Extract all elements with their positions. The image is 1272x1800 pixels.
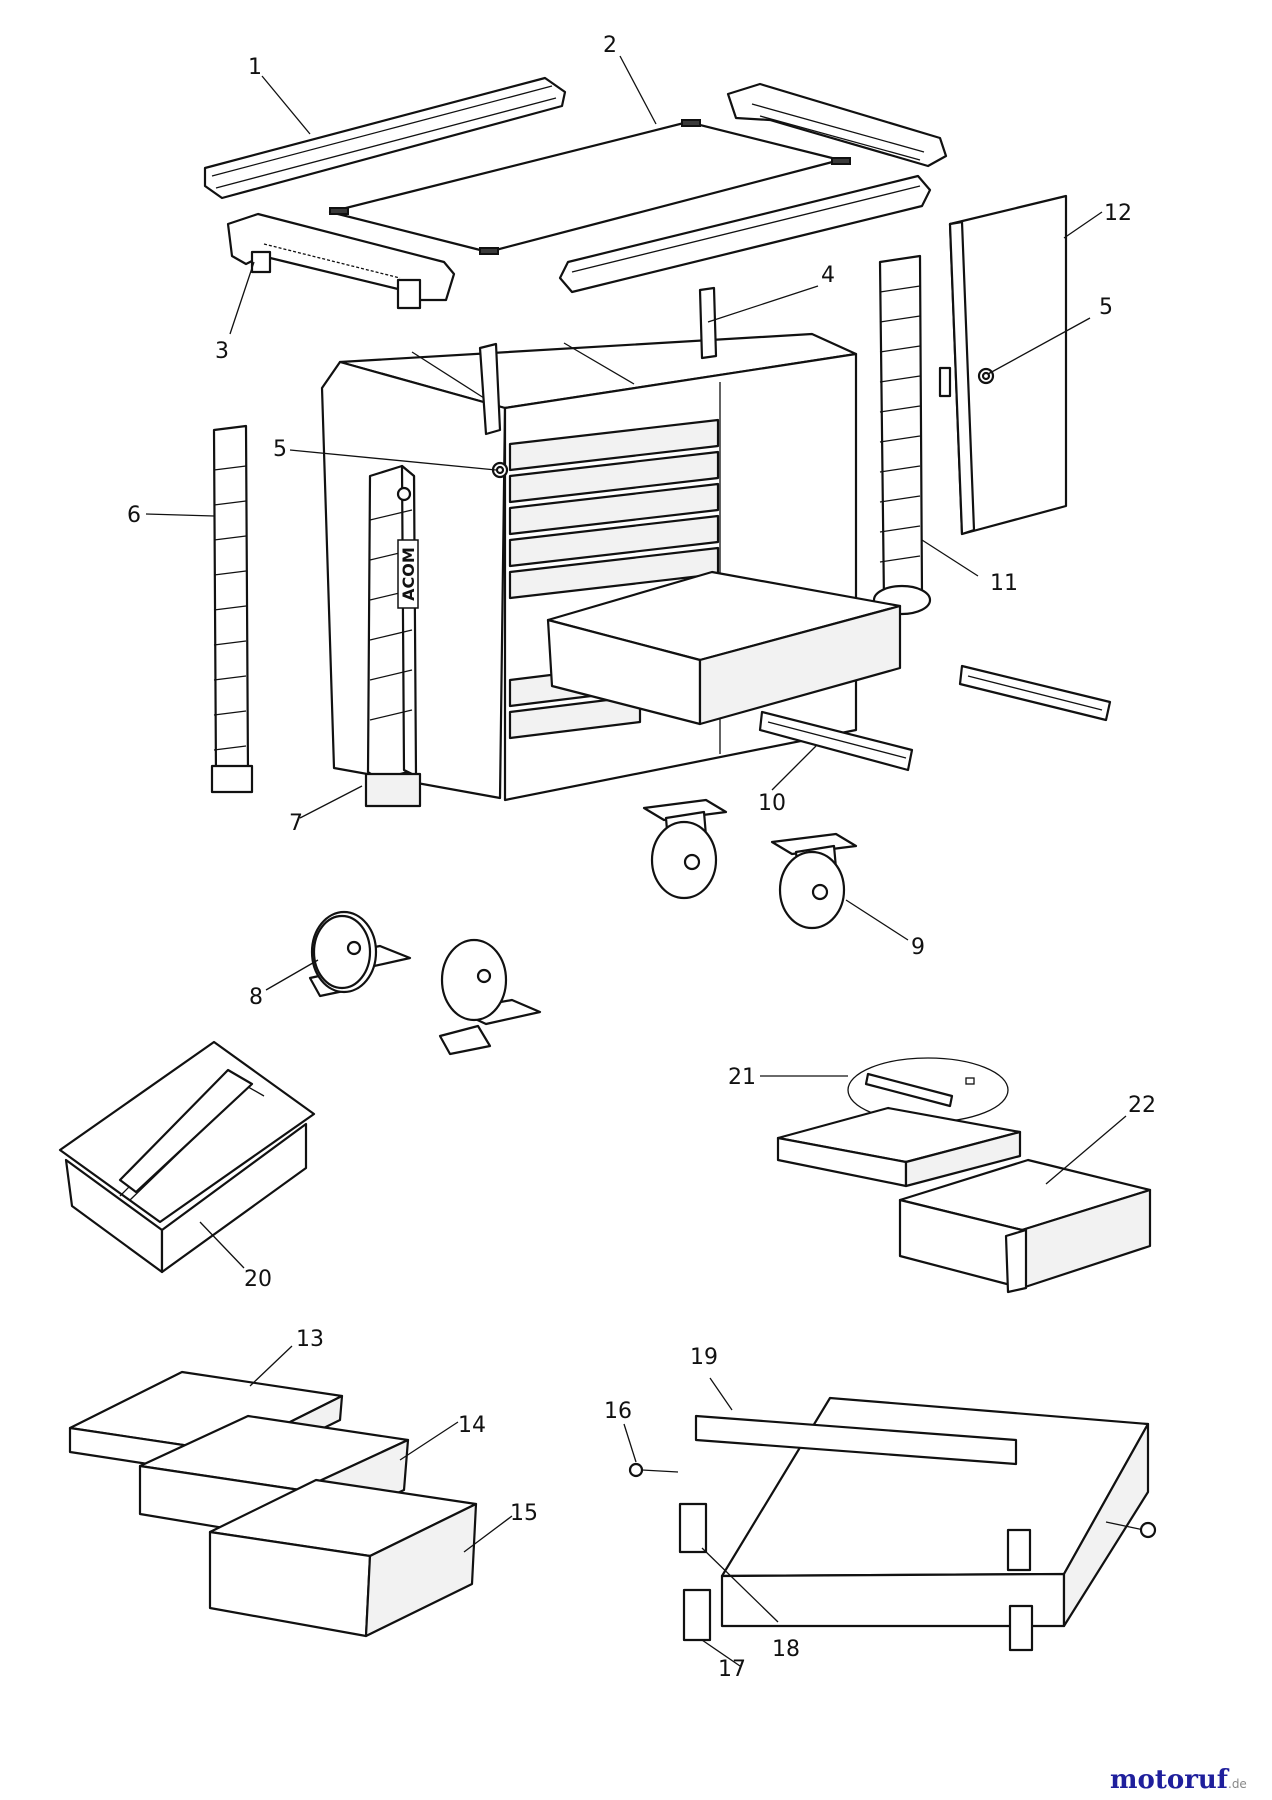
callout-5-door: 5: [1099, 295, 1113, 320]
callout-12: 12: [1104, 201, 1132, 226]
callout-22: 22: [1128, 1093, 1156, 1118]
callout-19: 19: [690, 1345, 718, 1370]
part-22-drawer: [898, 1158, 1152, 1294]
watermark-brand: motoruf.de: [1110, 1765, 1247, 1795]
part-rear-rail: [558, 174, 932, 294]
cabinet-marking: ACOM: [399, 547, 418, 601]
callout-8: 8: [249, 985, 263, 1010]
part-15-drawer-shell: [208, 1478, 478, 1638]
callout-14: 14: [458, 1413, 486, 1438]
part-handle: [726, 82, 948, 168]
callout-17: 17: [718, 1657, 746, 1682]
callout-21: 21: [728, 1065, 756, 1090]
callout-3: 3: [215, 339, 229, 364]
part-slide-rail-right: [958, 664, 1112, 722]
part-1-top-rail: [203, 76, 567, 200]
part-8-swivel-castor-a: [308, 910, 412, 998]
part-8-swivel-castor-b: [438, 938, 542, 1056]
callout-5-cabinet: 5: [273, 437, 287, 462]
callout-15: 15: [510, 1501, 538, 1526]
callout-10: 10: [758, 791, 786, 816]
part-16-screw: [628, 1462, 679, 1478]
callout-7: 7: [289, 811, 303, 836]
callout-13: 13: [296, 1327, 324, 1352]
part-17-foot: [682, 1588, 1034, 1652]
part-9-fixed-castor-a: [642, 798, 728, 900]
callout-labels: 1 2 3 4 5 5 6 7 8 9 10 11 12 13 14 15 16…: [127, 33, 1156, 1682]
callout-4: 4: [821, 263, 835, 288]
callout-9: 9: [911, 935, 925, 960]
part-18-cap: [678, 1502, 1032, 1572]
callout-1: 1: [248, 55, 262, 80]
callout-6: 6: [127, 503, 141, 528]
part-7-corner-column: ACOM: [364, 464, 422, 808]
callout-16: 16: [604, 1399, 632, 1424]
watermark: motoruf.de: [1110, 1765, 1247, 1795]
callout-18: 18: [772, 1637, 800, 1662]
part-12-side-door: [938, 194, 1068, 536]
part-screw-right: [1105, 1521, 1157, 1539]
part-3-side-handle: [226, 212, 456, 310]
part-10-drawer-slide: [758, 710, 914, 772]
callout-20: 20: [244, 1267, 272, 1292]
part-20-tote-tray: [58, 1040, 316, 1274]
part-9-fixed-castor-b: [770, 832, 858, 930]
callout-2: 2: [603, 33, 617, 58]
part-6-left-column: [210, 424, 254, 794]
part-11-right-column: [872, 254, 932, 616]
open-drawer: [546, 570, 902, 726]
callout-11: 11: [990, 571, 1018, 596]
drawer-stack: [508, 418, 720, 740]
part-2-top-mat: [328, 119, 851, 255]
part-19-base-tray: [694, 1396, 1150, 1628]
leader-lines: [145, 55, 1127, 1667]
part-4-upright: [698, 286, 718, 360]
part-5-knob-door: [977, 367, 995, 385]
part-21-drawer-insert: [776, 1057, 1022, 1188]
